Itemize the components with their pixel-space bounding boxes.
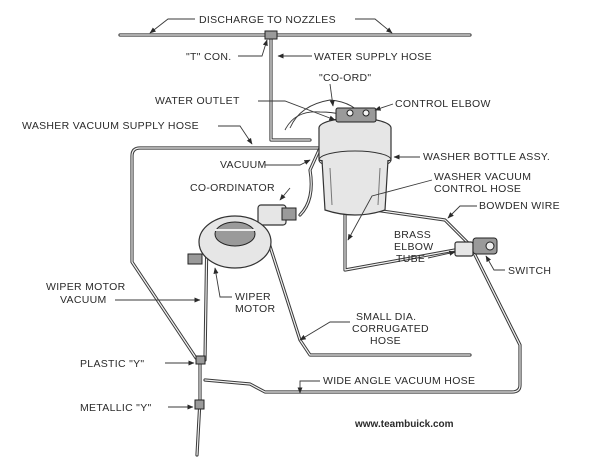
small-dia-corrugated-hose xyxy=(266,238,472,357)
label-small-dia: SMALL DIA. xyxy=(356,311,416,323)
label-plastic-y: PLASTIC "Y" xyxy=(80,358,144,370)
t-connector xyxy=(264,30,278,40)
label-wiper-motor-vacuum-line1: WIPER MOTOR xyxy=(46,281,126,293)
label-control-elbow: CONTROL ELBOW xyxy=(395,98,491,110)
label-washer-vacuum-line1: WASHER VACUUM xyxy=(434,171,531,183)
label-water-outlet: WATER OUTLET xyxy=(155,95,240,107)
label-switch: SWITCH xyxy=(508,265,551,277)
label-bowden-wire: BOWDEN WIRE xyxy=(479,200,560,212)
label-washer-bottle-assy: WASHER BOTTLE ASSY. xyxy=(423,151,550,163)
label-wide-angle-vacuum-hose: WIDE ANGLE VACUUM HOSE xyxy=(323,375,475,387)
label-washer-vacuum-supply-hose: WASHER VACUUM SUPPLY HOSE xyxy=(22,120,199,132)
brass-elbow-switch xyxy=(454,237,498,257)
y-connectors xyxy=(194,355,206,410)
label-brass: BRASS xyxy=(394,229,431,241)
label-vacuum: VACUUM xyxy=(220,159,267,171)
label-tube: TUBE xyxy=(396,253,425,265)
coordinator-unit xyxy=(257,204,297,226)
label-metallic-y: METALLIC "Y" xyxy=(80,402,152,414)
watermark: www.teambuick.com xyxy=(354,419,454,430)
label-co-ordinator: CO-ORDINATOR xyxy=(190,182,275,194)
leader-lines xyxy=(115,18,505,410)
label-t-con: "T" CON. xyxy=(186,51,231,63)
labels: DISCHARGE TO NOZZLES "T" CON. WATER SUPP… xyxy=(22,14,560,430)
wiper-motor-unit xyxy=(187,215,272,269)
label-motor: MOTOR xyxy=(235,303,276,315)
label-wiper: WIPER xyxy=(235,291,271,303)
label-corrugated: CORRUGATED xyxy=(352,323,429,335)
label-discharge-to-nozzles: DISCHARGE TO NOZZLES xyxy=(199,14,336,26)
label-wiper-motor-vacuum-line2: VACUUM xyxy=(60,294,107,306)
vacuum-hose xyxy=(298,146,322,217)
label-water-supply-hose: WATER SUPPLY HOSE xyxy=(314,51,432,63)
washer-bottle-assembly xyxy=(318,107,392,216)
label-co-ord: "CO-ORD" xyxy=(319,72,371,84)
label-elbow: ELBOW xyxy=(394,241,433,253)
label-washer-vacuum-line2: CONTROL HOSE xyxy=(434,183,521,195)
label-hose: HOSE xyxy=(370,335,401,347)
water-supply-hose xyxy=(269,33,312,142)
